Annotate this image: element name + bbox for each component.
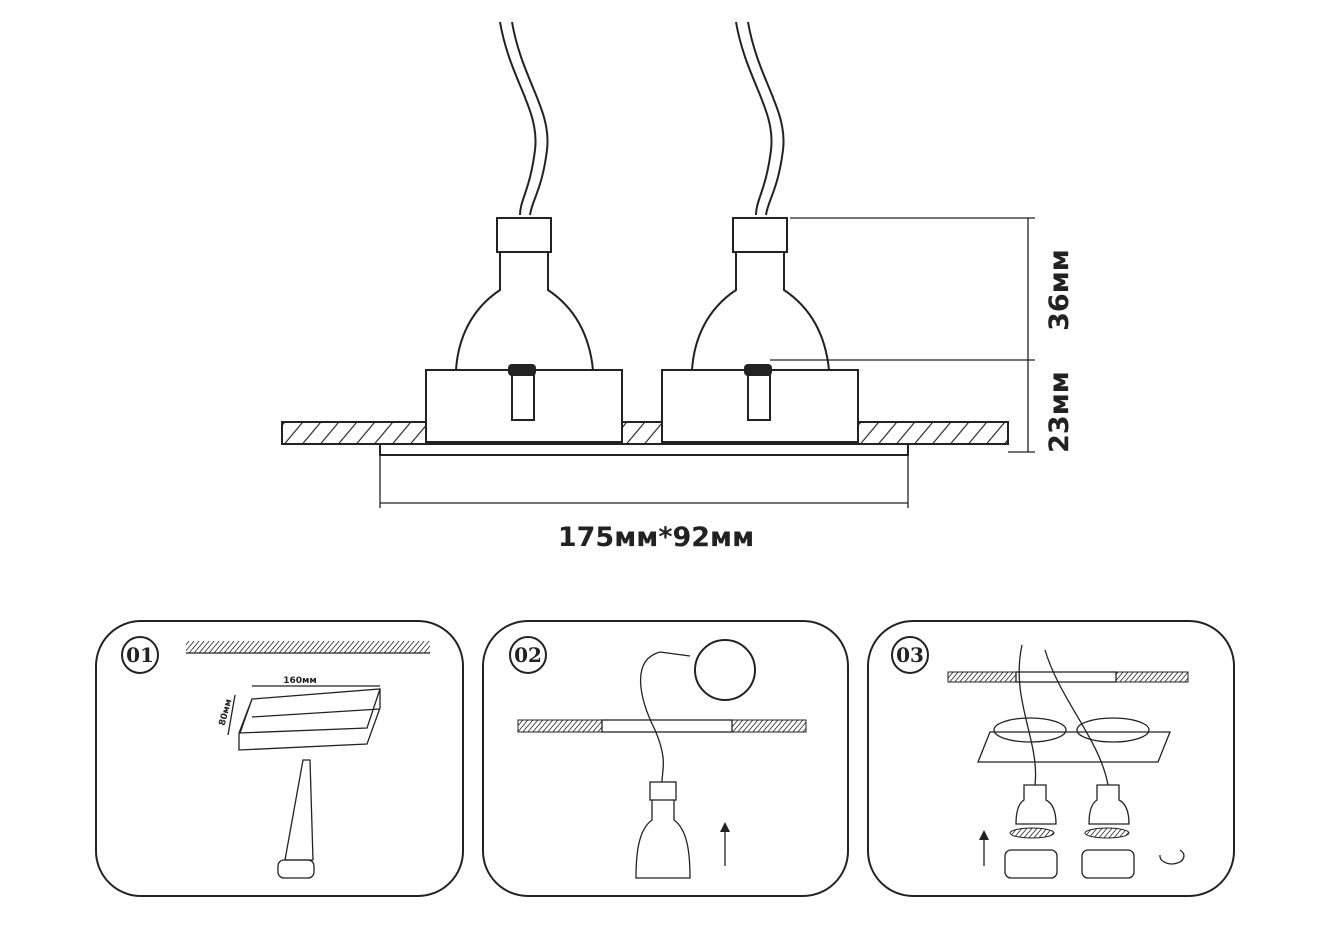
step-1-panel: 01 160мм 80мм <box>95 620 464 897</box>
luminaire-side-view <box>281 21 1009 456</box>
dimension-lines <box>379 217 1035 508</box>
saw-icon <box>284 759 314 861</box>
bottom-height-label: 23мм <box>1044 371 1075 453</box>
width-label: 160мм <box>283 676 317 686</box>
step-number: 03 <box>896 643 924 667</box>
step-2-panel: 02 <box>482 620 849 897</box>
step-number: 01 <box>126 643 154 667</box>
step-3-panel: 03 <box>867 620 1235 897</box>
step-number: 02 <box>514 643 542 667</box>
cutout-size-label: 175мм*92мм <box>558 522 754 553</box>
top-height-label: 36мм <box>1044 249 1075 331</box>
